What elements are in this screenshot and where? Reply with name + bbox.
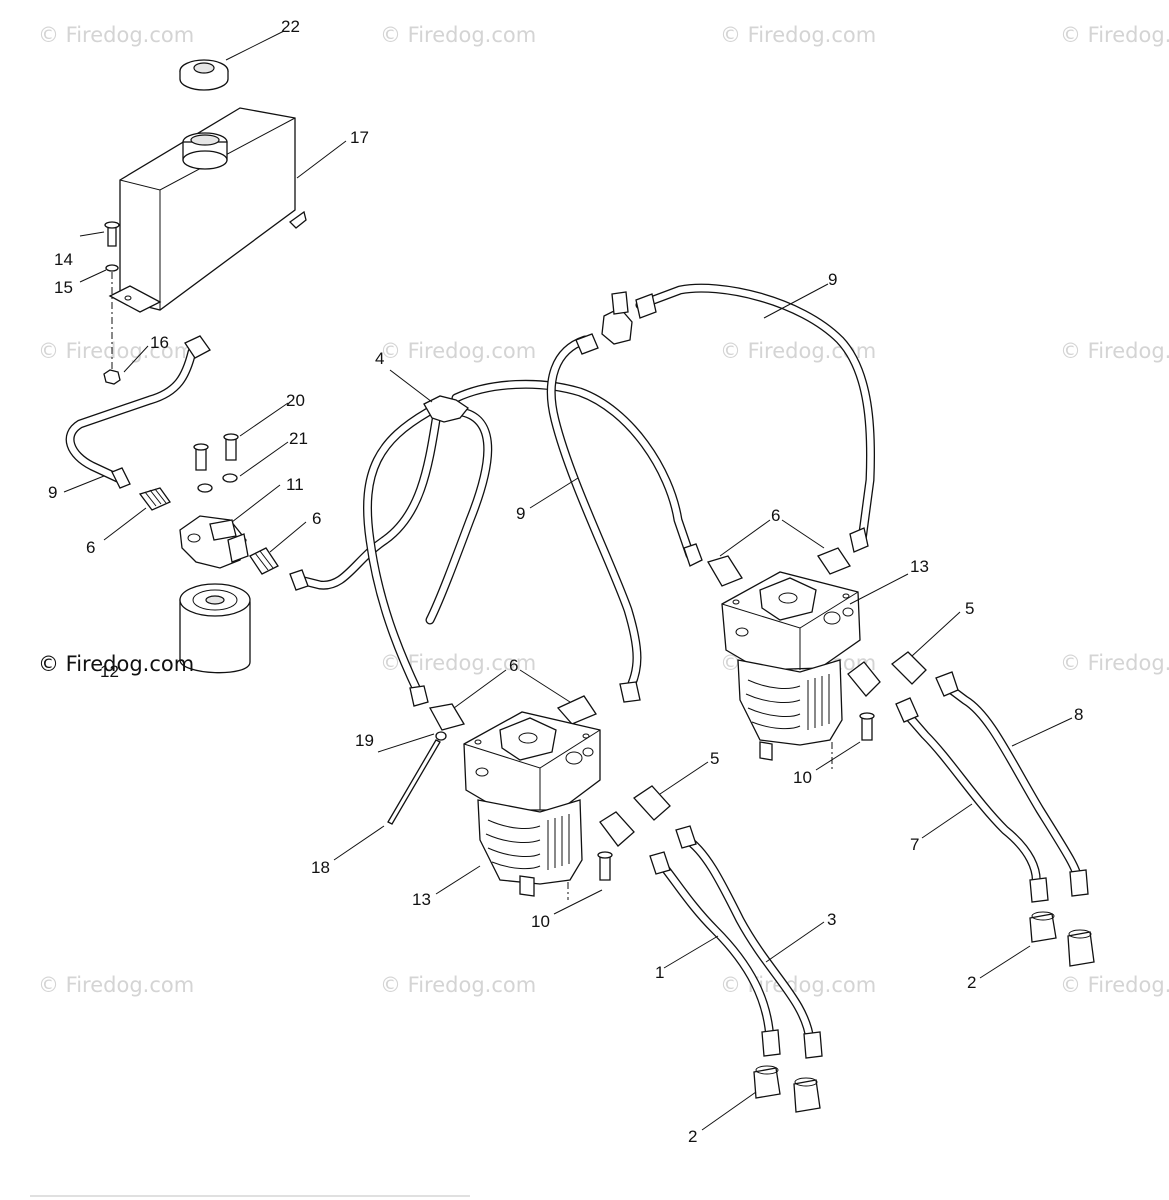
hose-group (65, 283, 1083, 1045)
watermark: © Firedog.com (1060, 339, 1169, 363)
fitting-icon (111, 467, 131, 489)
filter-canister-icon (179, 599, 251, 674)
bolt-icon (225, 437, 237, 461)
hose-tee-loop (425, 407, 493, 625)
end-fittings (753, 869, 1095, 1113)
callout-labels: 22 17 14 15 16 9 6 20 21 11 6 12 4 9 9 6… (48, 17, 1083, 1146)
callout-label: 9 (48, 483, 57, 502)
nut-icon (103, 369, 121, 385)
leader-lines (63, 30, 1073, 1131)
adapter-icon (891, 651, 927, 685)
hose-9-center (546, 335, 642, 697)
watermark: © Firedog.com (38, 973, 194, 997)
watermark: © Firedog.com (38, 23, 194, 47)
callout-label: 6 (771, 506, 780, 525)
callout-label: 13 (412, 890, 431, 909)
callout-label: 14 (54, 250, 73, 269)
pump-right (721, 571, 959, 770)
adapter-icon (707, 555, 743, 587)
adapter-icon (847, 661, 881, 697)
adapter-icon (599, 811, 635, 847)
adapter-icon (138, 487, 171, 511)
watermark: © Firedog.com (1060, 651, 1169, 675)
watermark: © Firedog.com (720, 973, 876, 997)
pin-icon (387, 739, 441, 825)
watermark: © Firedog.com (380, 973, 536, 997)
connector-icon (1029, 913, 1057, 943)
tee-fitting-icon (423, 395, 469, 423)
callout-label: 9 (828, 270, 837, 289)
callout-label: 6 (509, 656, 518, 675)
watermark: © Firedog.com (1060, 23, 1169, 47)
watermark: © Firedog.com (380, 23, 536, 47)
callout-label: 21 (289, 429, 308, 448)
callout-label: 22 (281, 17, 300, 36)
callout-label: 10 (793, 768, 812, 787)
watermark: © Firedog.com (380, 339, 536, 363)
watermark: © Firedog.com (720, 23, 876, 47)
callout-label: 19 (355, 731, 374, 750)
filter-assembly (179, 433, 251, 674)
fitting-icon (184, 335, 211, 359)
connector-icon (793, 1079, 821, 1113)
callout-label: 6 (312, 509, 321, 528)
callout-label: 9 (516, 504, 525, 523)
adapter-icon (817, 547, 851, 575)
callout-label: 17 (350, 128, 369, 147)
pump-icon (463, 711, 601, 811)
connector-icon (753, 1067, 781, 1099)
callout-label: 7 (910, 835, 919, 854)
callout-label: 3 (827, 910, 836, 929)
callout-label: 15 (54, 278, 73, 297)
adapter-icon (428, 703, 465, 731)
washer-icon (435, 731, 447, 741)
washer-icon (222, 473, 238, 483)
callout-label: 6 (86, 538, 95, 557)
watermark: © Firedog.com (38, 339, 194, 363)
callout-label: 2 (688, 1127, 697, 1146)
pump-icon (721, 571, 861, 671)
callout-label: 13 (910, 557, 929, 576)
callout-label: 1 (655, 963, 664, 982)
callout-label: 18 (311, 858, 330, 877)
adapter-icon (556, 695, 597, 725)
callout-label: 8 (1074, 705, 1083, 724)
bolt-icon (861, 717, 873, 741)
pump-left (387, 711, 697, 900)
callout-label: 12 (100, 662, 119, 681)
tank-hardware (103, 221, 121, 385)
washer-icon (105, 264, 119, 272)
callout-label: 11 (286, 475, 304, 494)
bolt-icon (107, 225, 117, 247)
bolt-icon (599, 855, 611, 881)
adapter-icon (249, 547, 279, 575)
watermark-overlay: © Firedog.com (38, 652, 194, 676)
callout-label: 20 (286, 391, 305, 410)
watermark: © Firedog.com (1060, 973, 1169, 997)
adapter-icon (633, 785, 671, 821)
callout-label: 4 (375, 349, 384, 368)
callout-label: 16 (150, 333, 169, 352)
fitting-icon (575, 333, 599, 355)
connector-icon (1067, 931, 1095, 967)
callout-label: 5 (710, 749, 719, 768)
hose-3 (680, 833, 815, 1045)
callout-label: 5 (965, 599, 974, 618)
washer-icon (197, 483, 213, 493)
callout-label: 2 (967, 973, 976, 992)
reservoir-tank (108, 59, 307, 313)
callout-label: 10 (531, 912, 550, 931)
bolt-icon (195, 447, 207, 471)
fitting-group (111, 291, 869, 731)
